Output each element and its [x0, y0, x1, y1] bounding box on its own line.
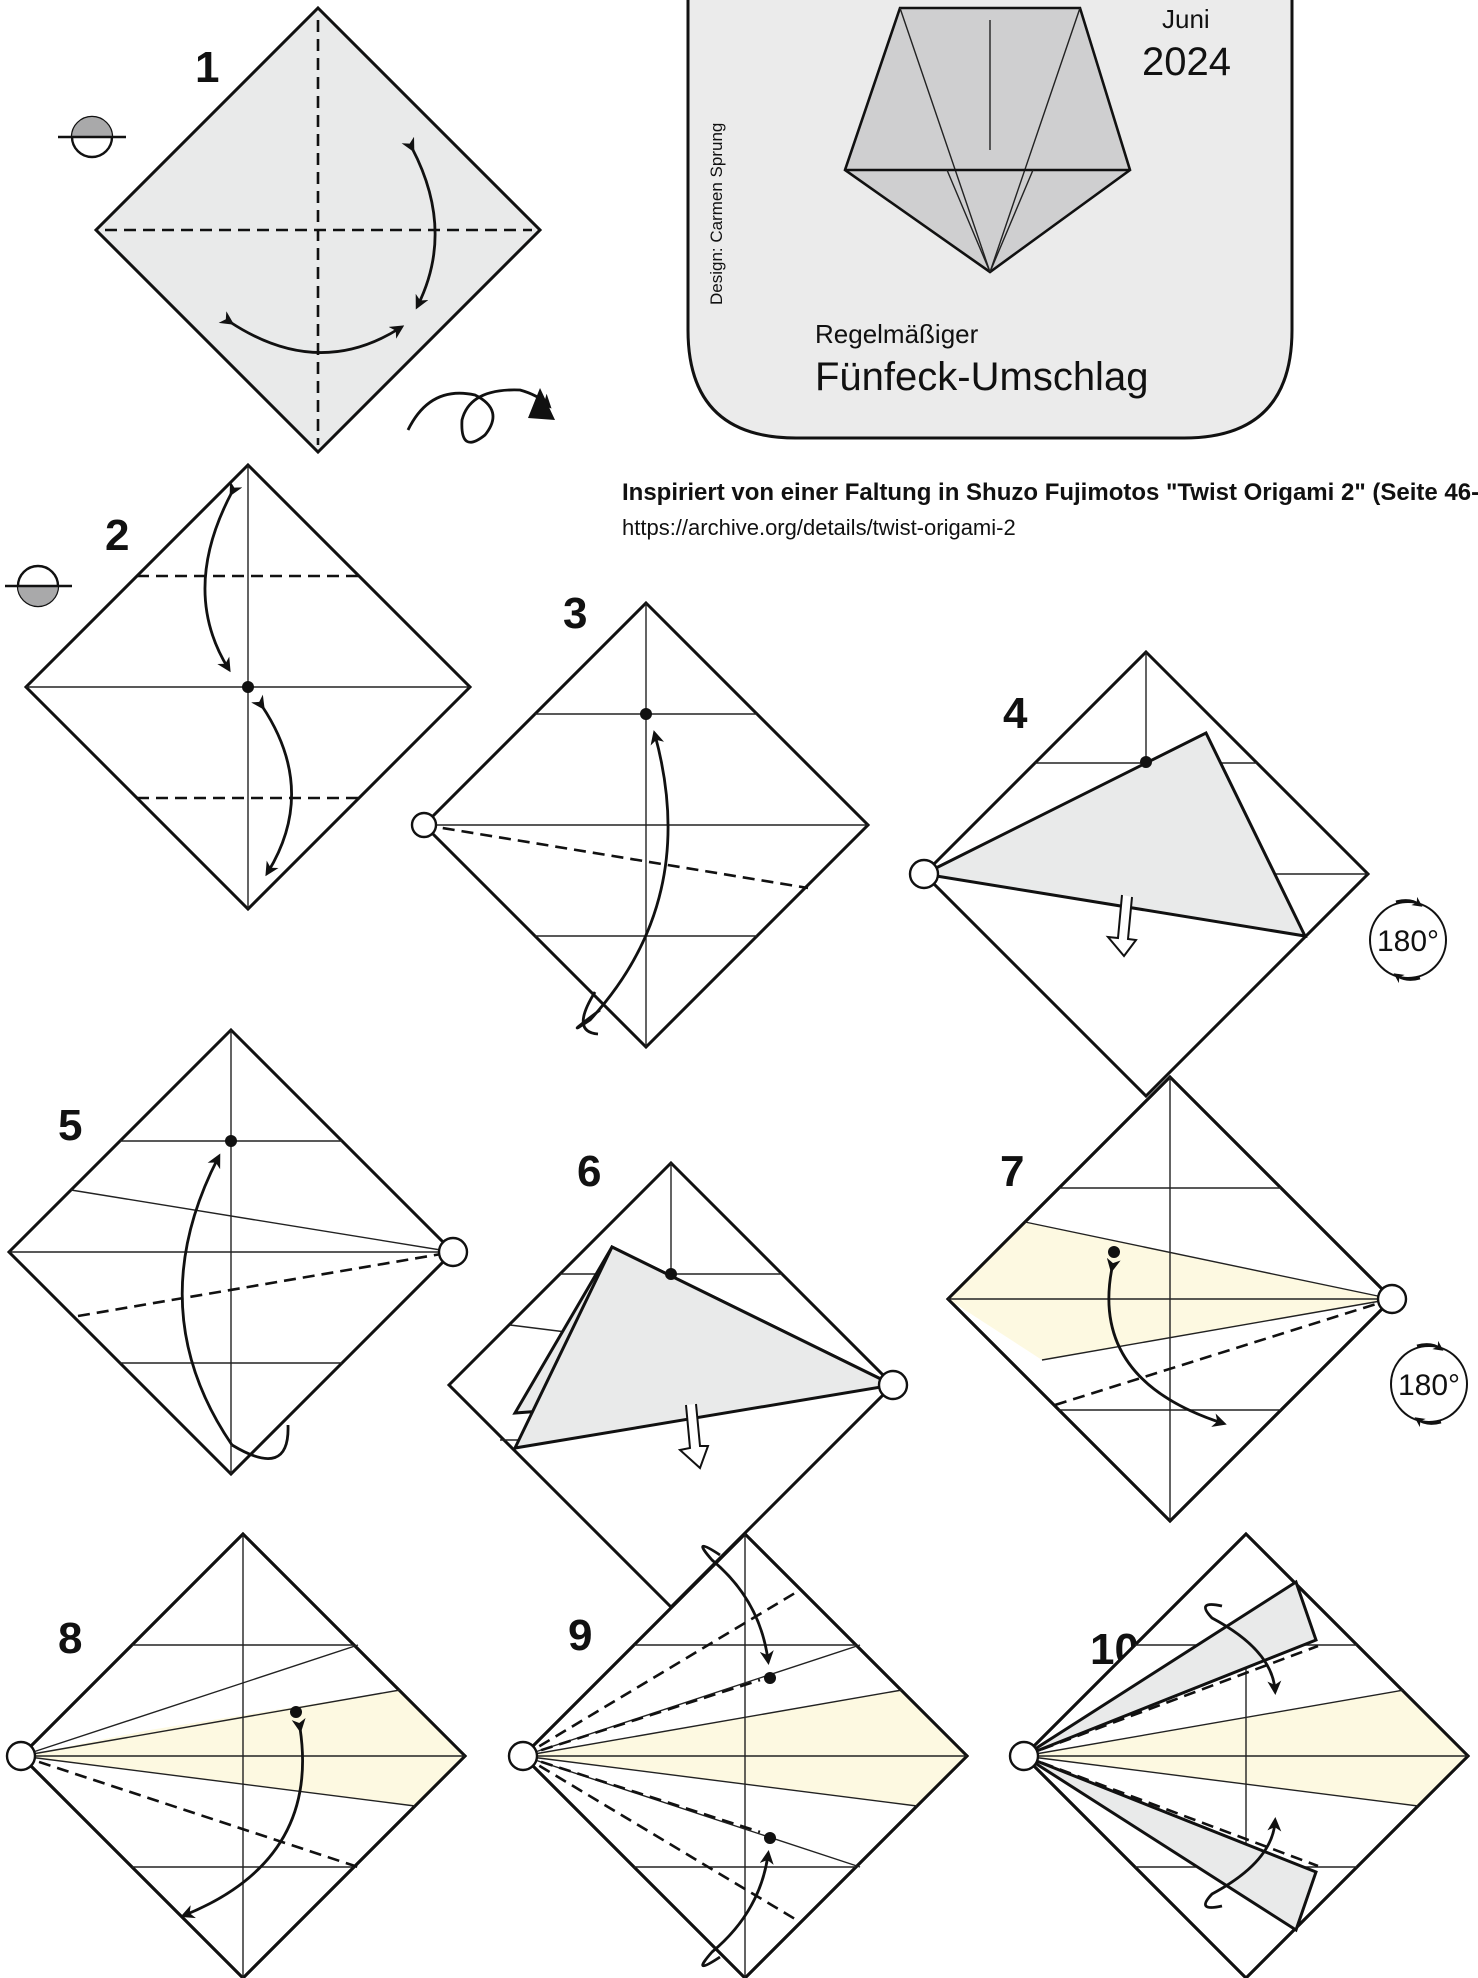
step-number: 5 — [58, 1101, 82, 1150]
turn-over-icon — [406, 388, 555, 444]
step-number: 2 — [105, 511, 129, 560]
step-number: 9 — [568, 1611, 592, 1660]
rotation-label: 180° — [1377, 925, 1439, 958]
step-8: 8 — [5, 1531, 468, 1978]
reference-circle-icon — [437, 1236, 469, 1268]
reference-circle-icon — [5, 1740, 37, 1772]
step-4: 4 180° — [908, 649, 1447, 1099]
step-9: 9 — [507, 1531, 970, 1978]
step-number: 1 — [195, 43, 219, 92]
step-5: 5 — [6, 1027, 469, 1477]
designer-credit: Design: Carmen Sprung — [707, 123, 726, 305]
reference-circle-icon — [507, 1740, 539, 1772]
credit-title: Inspiriert von einer Faltung in Shuzo Fu… — [622, 479, 1478, 506]
reference-circle-icon — [1008, 1740, 1040, 1772]
mountain-valley-symbol-icon — [58, 115, 126, 159]
step-7: 7 180° — [945, 1074, 1468, 1524]
step-1: 1 — [58, 5, 555, 455]
step-number: 8 — [58, 1614, 82, 1663]
step-3: 3 — [410, 589, 871, 1050]
title-year: 2024 — [1142, 40, 1231, 84]
title-month: Juni — [1162, 4, 1210, 34]
rotation-label: 180° — [1398, 1369, 1460, 1402]
step-2: 2 — [5, 462, 473, 912]
title-main: Fünfeck-Umschlag — [815, 355, 1148, 399]
push-arrow-icon — [677, 1403, 710, 1470]
credit-url: https://archive.org/details/twist-origam… — [622, 515, 1016, 540]
step-number: 6 — [577, 1147, 601, 1196]
envelope-preview-icon — [843, 6, 1132, 274]
mountain-valley-symbol-icon — [5, 564, 72, 608]
step-number: 3 — [563, 589, 587, 638]
step-number: 7 — [1000, 1147, 1024, 1196]
title-subtitle: Regelmäßiger — [815, 319, 979, 349]
reference-circle-icon — [908, 858, 940, 890]
step-10: 10 — [1008, 1531, 1471, 1978]
push-arrow-icon — [1105, 894, 1138, 958]
step-6: 6 — [446, 1147, 909, 1610]
reference-circle-icon — [410, 811, 438, 839]
rotate-180-icon: 180° — [1369, 896, 1447, 984]
reference-circle-icon — [877, 1369, 909, 1401]
rotate-180-icon: 180° — [1390, 1340, 1468, 1428]
reference-circle-icon — [1376, 1283, 1408, 1315]
title-box: Juni 2024 Regelmäßiger Fünfeck-Umschlag … — [686, 0, 1294, 440]
step-number: 4 — [1003, 689, 1028, 738]
